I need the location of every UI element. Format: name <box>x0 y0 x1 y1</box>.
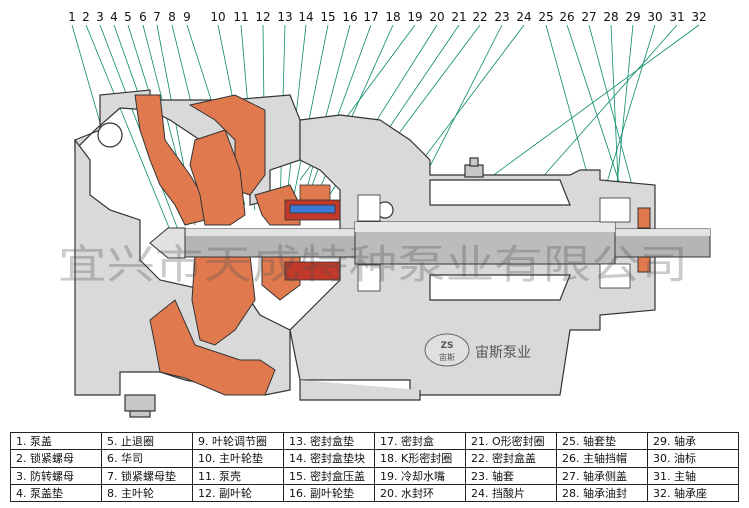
legend-cell: 6. 华司 <box>101 449 193 468</box>
legend-cell: 25. 轴套垫 <box>556 431 648 451</box>
legend-cell: 31. 主轴 <box>647 466 739 485</box>
logo-brand-text: 宙斯泵业 <box>475 345 531 361</box>
callout-number-6: 6 <box>139 10 147 24</box>
legend-cell: 30. 油标 <box>647 449 739 468</box>
main-shaft <box>149 221 711 265</box>
callout-number-13: 13 <box>277 10 292 24</box>
callout-number-19: 19 <box>407 10 422 24</box>
callout-number-9: 9 <box>183 10 191 24</box>
legend-cell: 26. 主轴挡帽 <box>556 449 648 468</box>
legend-cell: 23. 轴套 <box>465 466 557 485</box>
legend-cell: 3. 防转螺母 <box>10 466 102 485</box>
callout-number-12: 12 <box>255 10 270 24</box>
callout-number-27: 27 <box>581 10 596 24</box>
legend-cell: 11. 泵壳 <box>192 466 284 485</box>
legend-cell: 18. K形密封圈 <box>374 449 466 468</box>
callout-number-22: 22 <box>472 10 487 24</box>
legend-cell: 24. 挡酸片 <box>465 483 557 503</box>
legend-cell: 28. 轴承油封 <box>556 483 648 503</box>
callout-number-2: 2 <box>82 10 90 24</box>
legend-cell: 10. 主叶轮垫 <box>192 449 284 468</box>
callout-number-15: 15 <box>320 10 335 24</box>
svg-text:ZS: ZS <box>440 341 453 351</box>
legend-cell: 29. 轴承 <box>647 431 739 451</box>
callout-number-23: 23 <box>494 10 509 24</box>
callout-number-24: 24 <box>516 10 531 24</box>
zs-logo: ZS 宙斯 宙斯泵业 <box>424 333 531 367</box>
legend-cell: 20. 水封环 <box>374 483 466 503</box>
legend-cell: 7. 锁紧螺母垫 <box>101 466 193 485</box>
callout-number-4: 4 <box>110 10 118 24</box>
legend-cell: 19. 冷却水嘴 <box>374 466 466 485</box>
callout-number-18: 18 <box>385 10 400 24</box>
callout-number-29: 29 <box>625 10 640 24</box>
leader-line-32 <box>479 24 700 186</box>
leader-line-31 <box>539 24 678 181</box>
callout-number-10: 10 <box>210 10 225 24</box>
callout-number-30: 30 <box>647 10 662 24</box>
legend-cell: 16. 副叶轮垫 <box>283 483 375 503</box>
leader-line-30 <box>599 24 656 206</box>
callout-number-28: 28 <box>603 10 618 24</box>
callout-number-5: 5 <box>124 10 132 24</box>
legend-cell: 1. 泵盖 <box>10 431 102 451</box>
callout-number-3: 3 <box>96 10 104 24</box>
callout-number-21: 21 <box>451 10 466 24</box>
legend-cell: 2. 锁紧螺母 <box>10 449 102 468</box>
legend-cell: 9. 叶轮调节圈 <box>192 431 284 451</box>
svg-text:宙斯: 宙斯 <box>439 352 455 362</box>
callout-number-26: 26 <box>559 10 574 24</box>
callout-number-7: 7 <box>153 10 161 24</box>
callout-number-11: 11 <box>233 10 248 24</box>
mechanical-seal <box>284 184 341 281</box>
leader-line-29 <box>614 24 634 206</box>
legend-cell: 5. 止退圈 <box>101 431 193 451</box>
legend-cell: 17. 密封盒 <box>374 431 466 451</box>
callout-number-16: 16 <box>342 10 357 24</box>
legend-cell: 4. 泵盖垫 <box>10 483 102 503</box>
legend-cell: 14. 密封盒垫块 <box>283 449 375 468</box>
callout-number-8: 8 <box>168 10 176 24</box>
watermark-text: 宜兴市天成特种泵业有限公司 <box>58 242 688 288</box>
leader-line-2 <box>85 24 171 231</box>
legend-cell: 32. 轴承座 <box>647 483 739 503</box>
callout-number-17: 17 <box>363 10 378 24</box>
impeller-and-lining <box>134 94 651 396</box>
legend-cell: 15. 密封盒压盖 <box>283 466 375 485</box>
legend-cell: 8. 主叶轮 <box>101 483 193 503</box>
callout-number-20: 20 <box>429 10 444 24</box>
legend-cell: 21. O形密封圈 <box>465 431 557 451</box>
callout-number-14: 14 <box>298 10 313 24</box>
legend-cell: 12. 副叶轮 <box>192 483 284 503</box>
callout-number-25: 25 <box>538 10 553 24</box>
legend-cell: 27. 轴承侧盖 <box>556 466 648 485</box>
legend-cell: 13. 密封盒垫 <box>283 431 375 451</box>
callout-number-32: 32 <box>691 10 706 24</box>
bearings <box>357 194 631 292</box>
callout-number-31: 31 <box>669 10 684 24</box>
legend-cell: 22. 密封盒盖 <box>465 449 557 468</box>
callout-number-1: 1 <box>68 10 76 24</box>
